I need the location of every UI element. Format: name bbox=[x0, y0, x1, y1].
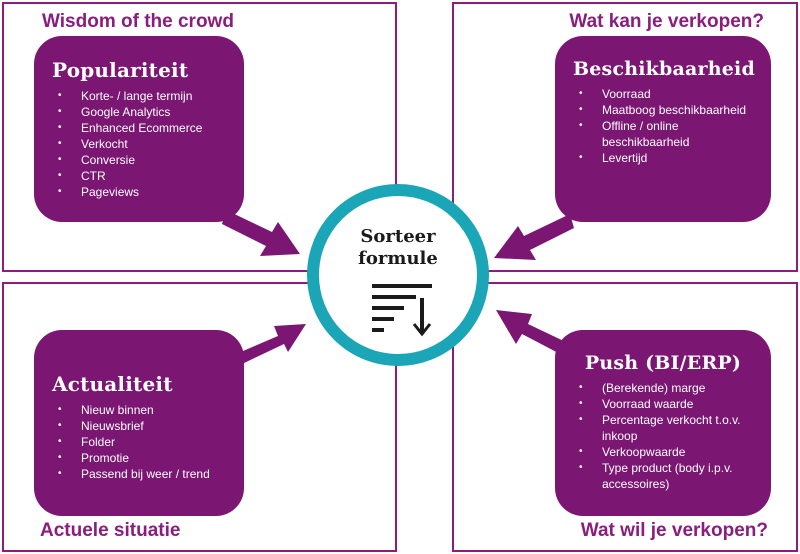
card-list-push: (Berekende) marge Voorraad waarde Percen… bbox=[573, 380, 753, 492]
list-item: Promotie bbox=[58, 450, 226, 466]
list-item: Type product (body i.p.v. accessoires) bbox=[579, 460, 753, 492]
sort-formula-title-line1: Sorteer bbox=[360, 226, 436, 247]
card-push: Push (BI/ERP) (Berekende) marge Voorraad… bbox=[555, 330, 771, 516]
list-item: CTR bbox=[58, 168, 226, 184]
arrow-icon bbox=[496, 310, 570, 356]
list-item: Korte- / lange termijn bbox=[58, 88, 226, 104]
list-item: Voorraad waarde bbox=[579, 396, 753, 412]
arrow-icon bbox=[222, 210, 300, 256]
card-list-popularity: Korte- / lange termijn Google Analytics … bbox=[52, 88, 226, 200]
sort-formula-title: Sorteer formule bbox=[319, 226, 477, 270]
list-item: Pageviews bbox=[58, 184, 226, 200]
list-item: Offline / online beschikbaarheid bbox=[579, 118, 753, 150]
arrow-icon bbox=[236, 324, 306, 364]
sort-descending-icon bbox=[372, 284, 432, 337]
card-list-availability: Voorraad Maatboog beschikbaarheid Offlin… bbox=[573, 86, 753, 166]
card-title-actuality: Actualiteit bbox=[52, 372, 173, 396]
card-availability: Beschikbaarheid Voorraad Maatboog beschi… bbox=[555, 36, 771, 222]
list-item: Conversie bbox=[58, 152, 226, 168]
quadrant-label-want-sell: Wat wil je verkopen? bbox=[580, 520, 768, 541]
card-actuality: Actualiteit Nieuw binnen Nieuwsbrief Fol… bbox=[34, 330, 244, 516]
list-item: Percentage verkocht t.o.v. inkoop bbox=[579, 412, 753, 444]
list-item: Google Analytics bbox=[58, 104, 226, 120]
card-title-push: Push (BI/ERP) bbox=[584, 352, 742, 374]
list-item: Enhanced Ecommerce bbox=[58, 120, 226, 136]
sort-formula-title-line2: formule bbox=[358, 248, 438, 269]
quadrant-label-current-situation: Actuele situatie bbox=[40, 520, 181, 541]
list-item: (Berekende) marge bbox=[579, 380, 753, 396]
list-item: Nieuwsbrief bbox=[58, 418, 226, 434]
card-list-actuality: Nieuw binnen Nieuwsbrief Folder Promotie… bbox=[52, 402, 226, 482]
card-title-popularity: Populariteit bbox=[52, 58, 189, 82]
arrow-icon bbox=[494, 214, 574, 260]
list-item: Maatboog beschikbaarheid bbox=[579, 102, 753, 118]
list-item: Passend bij weer / trend bbox=[58, 466, 226, 482]
list-item: Verkocht bbox=[58, 136, 226, 152]
list-item: Folder bbox=[58, 434, 226, 450]
list-item: Levertijd bbox=[579, 150, 753, 166]
quadrant-label-wisdom: Wisdom of the crowd bbox=[42, 11, 234, 32]
list-item: Voorraad bbox=[579, 86, 753, 102]
card-popularity: Populariteit Korte- / lange termijn Goog… bbox=[34, 36, 244, 222]
sort-formula-circle: Sorteer formule bbox=[307, 184, 489, 366]
quadrant-label-can-sell: Wat kan je verkopen? bbox=[569, 11, 764, 32]
list-item: Verkoopwaarde bbox=[579, 444, 753, 460]
list-item: Nieuw binnen bbox=[58, 402, 226, 418]
card-title-availability: Beschikbaarheid bbox=[573, 58, 755, 80]
